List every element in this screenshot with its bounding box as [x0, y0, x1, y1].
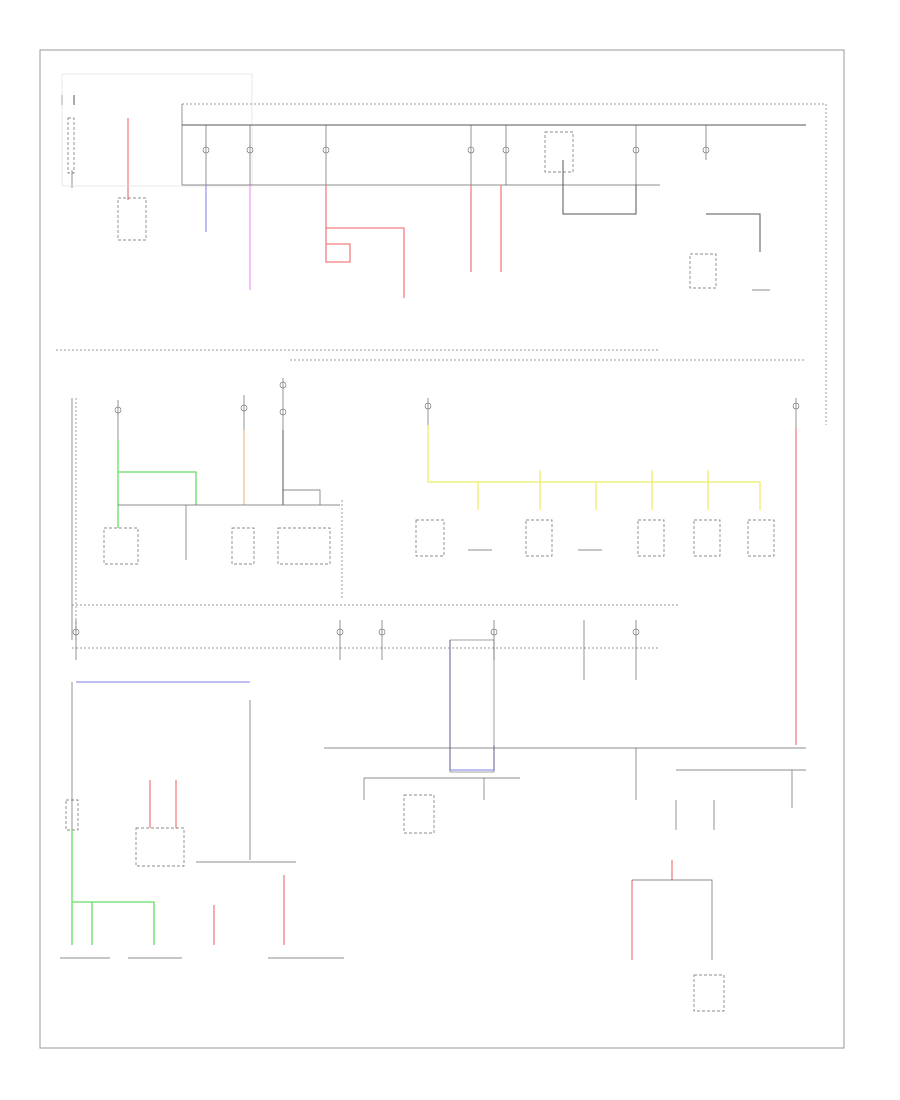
fuse-mid-5: [792, 398, 800, 428]
starter-motor: [117, 197, 147, 241]
wire-low-right-bus: [632, 879, 713, 960]
component-mid-left-3: [231, 527, 255, 565]
fuse-top-6: [632, 125, 640, 185]
wire-black-top-right: [706, 213, 761, 252]
component-injector-5: [693, 519, 721, 557]
wire-red-top-a: [325, 185, 405, 298]
component-injector-4: [637, 519, 665, 557]
component-lower-mid-box: [135, 827, 185, 867]
component-injector-0: [415, 519, 445, 557]
wire-black-mid-b: [283, 489, 321, 505]
fuse-top-4: [467, 125, 475, 185]
fuse-top-2: [246, 125, 254, 185]
relay-box-top: [544, 131, 574, 173]
fuse-top-7: [702, 125, 710, 160]
fuse-top-3: [322, 125, 330, 185]
component-mid-left-1: [103, 527, 139, 565]
fuse-low-6: [632, 620, 640, 680]
component-low-mid-switches: [363, 778, 485, 834]
component-top-right-1: [689, 253, 717, 289]
component-low-right-relays: [635, 748, 793, 830]
wire-blue-low-b: [449, 640, 495, 771]
fuse-top-1: [202, 125, 210, 185]
battery-symbol: [61, 95, 75, 188]
fuse-mid-4: [424, 398, 432, 425]
fuse-low-2: [336, 620, 344, 660]
wire-black-top: [562, 160, 637, 215]
relay-box-low: [449, 639, 495, 773]
component-injector-6: [747, 519, 775, 557]
fuse-top-5: [502, 125, 510, 185]
wire-green-mid-b: [118, 471, 197, 505]
diagram-border: [39, 49, 845, 1049]
wire-green-low-b: [72, 901, 155, 945]
wire-red-top-b: [325, 228, 351, 263]
component-mid-left-4: [277, 527, 331, 565]
fuse-mid-3: [279, 378, 287, 440]
wire-yellow-main: [427, 425, 761, 510]
battery-fuse-area: [61, 73, 253, 187]
component-bottom-4: [693, 974, 725, 1012]
component-injector-2: [525, 519, 553, 557]
fuse-mid-1: [114, 400, 122, 440]
fuse-low-3: [378, 620, 386, 660]
fuse-low-1: [72, 620, 80, 660]
